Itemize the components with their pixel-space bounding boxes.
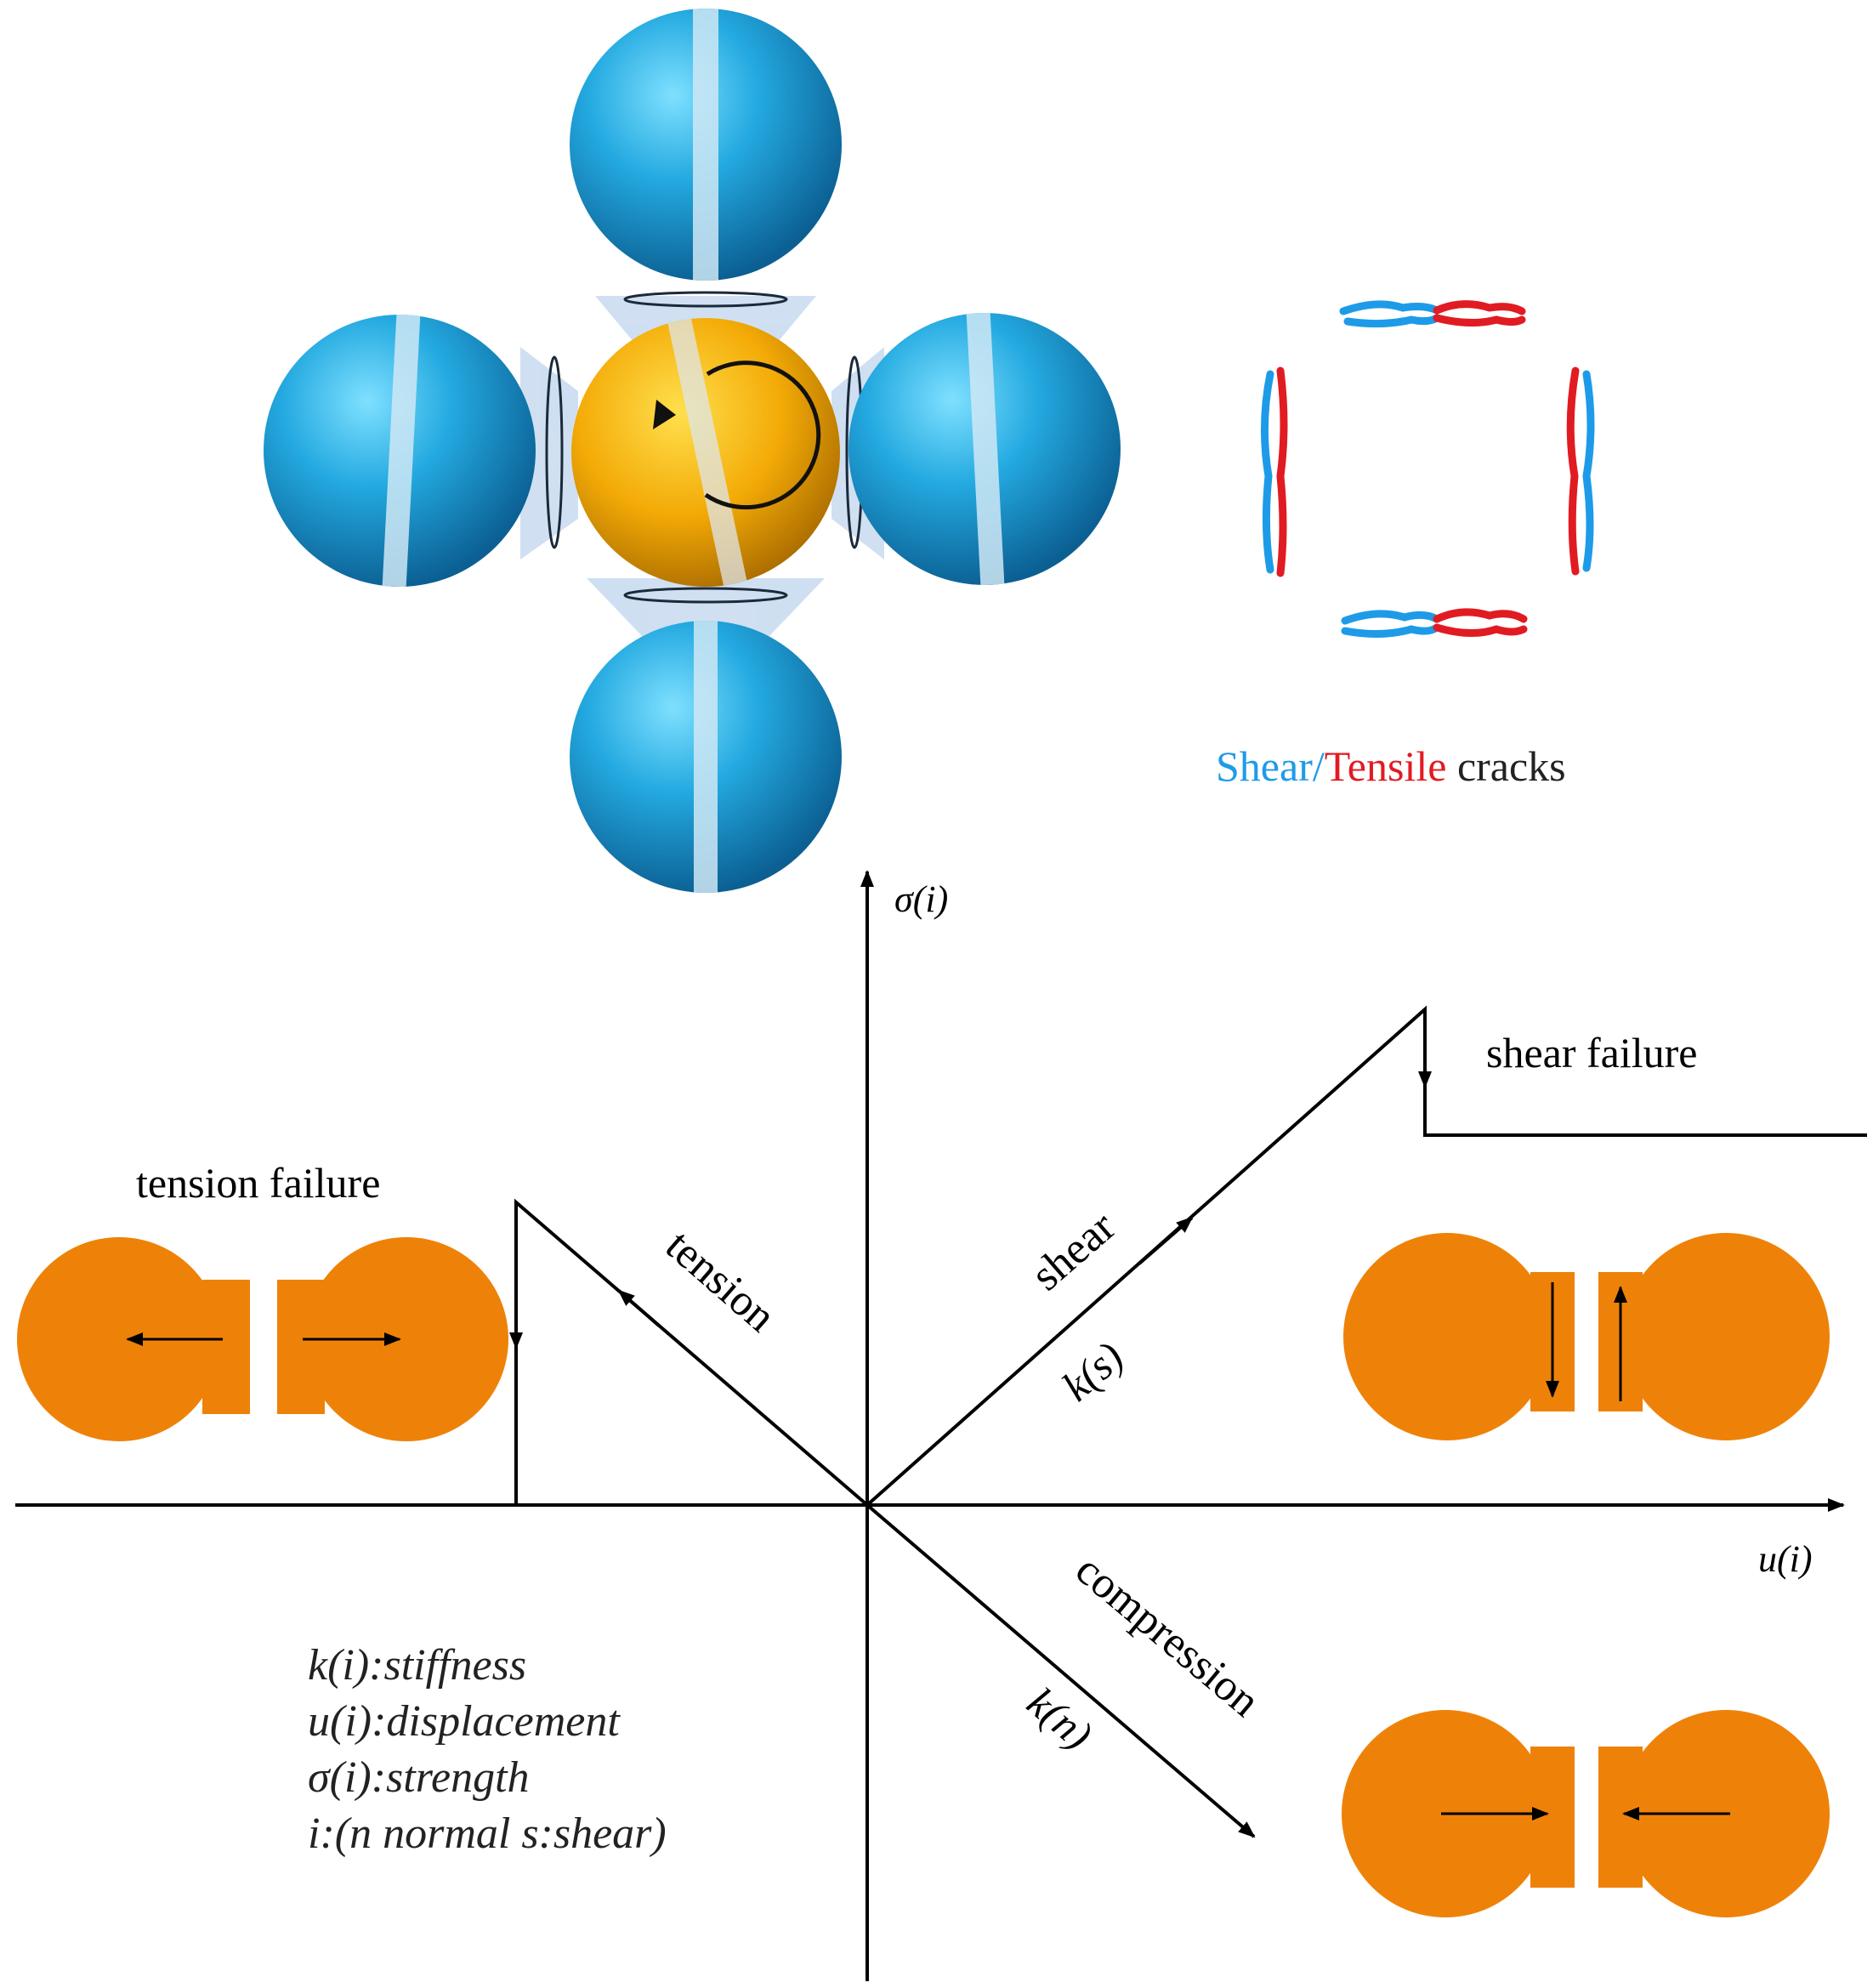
- constitutive-curves: [509, 1005, 1867, 1838]
- tension-bond-schematic: [17, 1237, 508, 1441]
- kn-label: k(n): [1019, 1678, 1102, 1759]
- crack-legend: Shear/Tensile cracks: [1216, 742, 1566, 790]
- compression-curve: [866, 1503, 1256, 1838]
- tension-label: tension: [656, 1221, 785, 1342]
- shear-bond-schematic: [1343, 1233, 1830, 1440]
- rotation-arrow-icon: [704, 361, 821, 510]
- definitions-block: k(i):stiffness u(i):displacement σ(i):st…: [308, 1641, 667, 1858]
- y-axis-label: σ(i): [894, 878, 948, 920]
- definition-line: u(i):displacement: [308, 1697, 621, 1746]
- x-axis-label: u(i): [1758, 1538, 1813, 1580]
- particle-top: [570, 9, 842, 281]
- crack-left: [1260, 366, 1288, 577]
- shear-label: shear: [1022, 1202, 1124, 1300]
- particle-center: [571, 306, 840, 603]
- compression-label: compression: [1066, 1546, 1269, 1727]
- definition-line: k(i):stiffness: [308, 1641, 526, 1690]
- legend-tensile: Tensile: [1325, 742, 1447, 790]
- legend-separator: /: [1313, 742, 1325, 790]
- definition-line: σ(i):strength: [308, 1753, 530, 1802]
- particle-cluster: [264, 9, 1121, 893]
- axes: [15, 870, 1845, 1981]
- tension-curve: [514, 1198, 869, 1507]
- ks-label: k(s): [1053, 1332, 1132, 1410]
- crack-top: [1339, 300, 1526, 328]
- particle-bottom: [570, 621, 842, 893]
- legend-shear: Shear: [1216, 742, 1313, 790]
- shear-failure-label: shear failure: [1486, 1029, 1697, 1076]
- crack-bottom: [1341, 608, 1528, 639]
- tension-failure-label: tension failure: [136, 1159, 380, 1207]
- particle-right: [849, 305, 1121, 593]
- definition-line: i:(n normal s:shear): [308, 1809, 667, 1858]
- crack-map: [1260, 300, 1595, 639]
- crack-right: [1566, 366, 1595, 576]
- compression-bond-schematic: [1342, 1710, 1830, 1917]
- particle-left: [264, 307, 536, 594]
- legend-suffix: cracks: [1446, 742, 1565, 790]
